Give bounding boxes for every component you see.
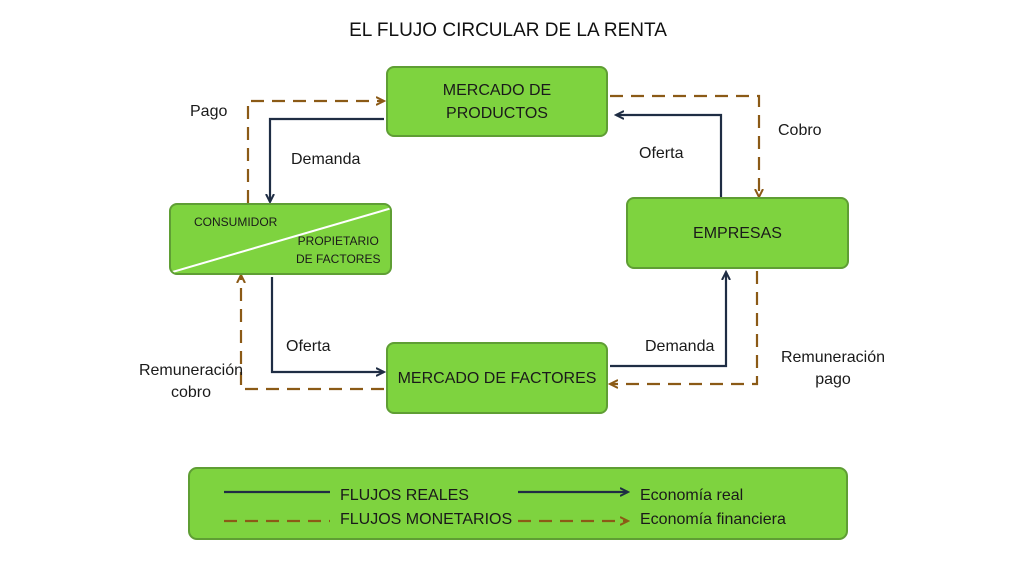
legend-economia-financiera: Economía financiera [640,511,786,528]
real-flow-oferta-empresas [616,115,723,197]
label-demanda-bottom: Demanda [645,338,715,355]
label-demanda-top: Demanda [291,151,361,168]
label-remuneracion-cobro: Remuneración cobro [138,362,244,401]
legend-box [188,467,848,540]
mercado-productos-box: MERCADO DE PRODUCTOS [386,66,608,137]
label-oferta-bottom: Oferta [286,338,331,355]
diagram-title: EL FLUJO CIRCULAR DE LA RENTA [349,20,667,41]
empresas-box: EMPRESAS [626,197,849,269]
label-oferta-top: Oferta [639,145,684,162]
real-flow-oferta-factores [270,277,384,372]
money-flow-remuneracion-cobro [241,275,384,391]
consumidor-propietario-box [169,203,392,275]
label-cobro: Cobro [778,122,822,139]
legend-flujos-reales: FLUJOS REALES [340,487,469,504]
legend-economia-real: Economía real [640,487,744,504]
real-flow-demanda-factores [610,272,726,368]
diagonal-divider [171,207,390,273]
consumidor-label: CONSUMIDOR [194,215,278,229]
mercado-factores-box: MERCADO DE FACTORES [386,342,608,414]
money-flow-cobro [610,94,759,197]
legend-flujos-monetarios: FLUJOS MONETARIOS [340,511,513,528]
money-flow-pago [246,101,384,203]
label-pago: Pago [190,103,228,120]
money-flow-remuneracion-pago [610,271,759,384]
real-flow-demanda-consumidor [270,117,384,202]
label-remuneracion-pago: Remuneración pago [780,349,886,388]
propietario-label: PROPIETARIO DE FACTORES [296,234,381,266]
